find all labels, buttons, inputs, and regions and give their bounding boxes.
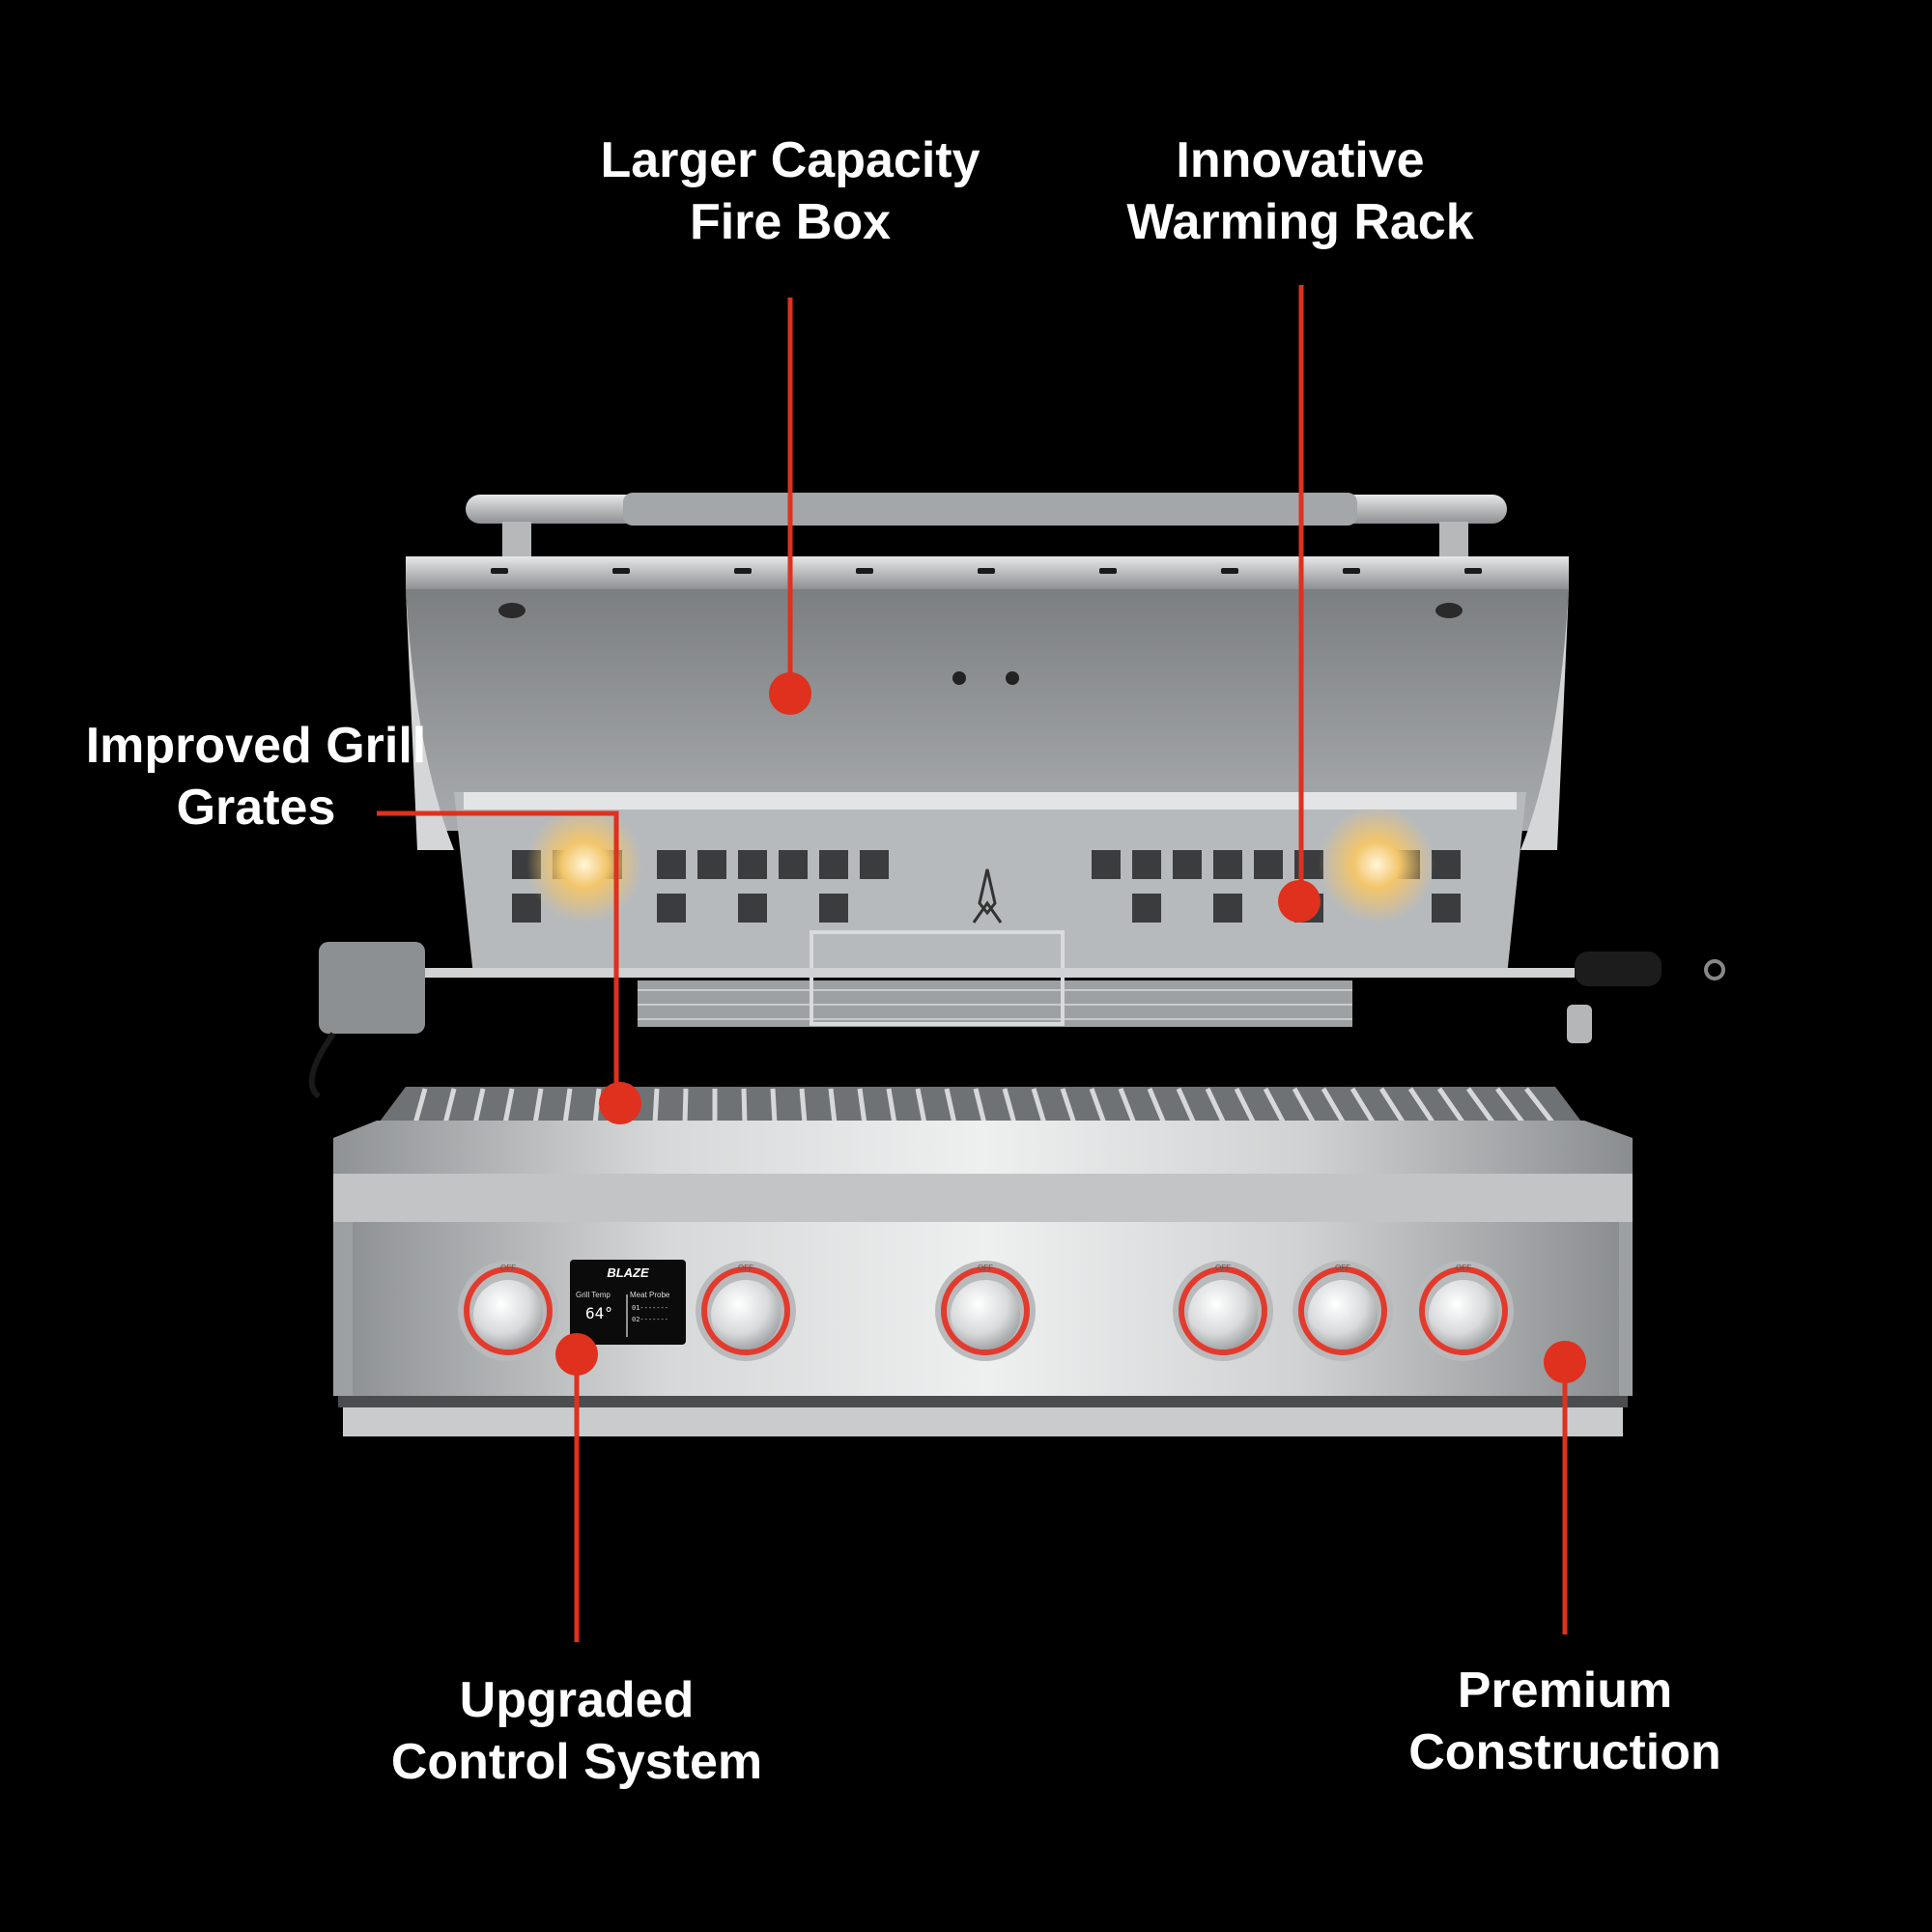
warming-rack-dot	[1278, 880, 1321, 923]
fire-box-dot	[769, 672, 811, 715]
control-system-line2: Control System	[390, 1734, 763, 1790]
control-system-line1: Upgraded	[459, 1672, 695, 1728]
callout-control-system: Upgraded Control System	[357, 1669, 796, 1793]
fire-box-line2: Fire Box	[689, 194, 892, 250]
control-system-dot	[555, 1333, 598, 1376]
display-grill-temp-value: 64°	[585, 1304, 613, 1322]
construction-line2: Construction	[1408, 1724, 1721, 1780]
grill-grates-line1: Improved Grill	[85, 718, 427, 774]
callout-warming-rack: Innovative Warming Rack	[1082, 129, 1519, 253]
display-brand: BLAZE	[607, 1265, 649, 1280]
callout-grill-grates: Improved Grill Grates	[58, 715, 454, 838]
hood-handle	[466, 493, 1507, 562]
construction-dot	[1544, 1341, 1586, 1383]
display-grill-temp-label: Grill Temp	[576, 1291, 611, 1299]
control-display	[570, 1260, 686, 1345]
display-meat-probe-label: Meat Probe	[630, 1291, 670, 1299]
grill-grates-line2: Grates	[176, 780, 336, 836]
firebox	[454, 792, 1526, 976]
warming-rack	[308, 930, 1725, 1099]
grill-grates-dot	[599, 1082, 641, 1124]
callout-construction: Premium Construction	[1372, 1660, 1758, 1783]
fire-box-line1: Larger Capacity	[600, 132, 980, 188]
grill-grates-leader	[377, 810, 619, 1103]
grill-grates	[377, 1087, 1584, 1125]
display-probe-2: 02-------	[632, 1316, 668, 1323]
display-probe-1: 01-------	[632, 1304, 668, 1312]
callout-fire-box: Larger Capacity Fire Box	[560, 129, 1020, 253]
construction-line1: Premium	[1457, 1662, 1673, 1719]
warming-rack-line1: Innovative	[1176, 132, 1425, 188]
hood	[406, 556, 1569, 850]
warming-rack-line2: Warming Rack	[1126, 194, 1474, 250]
